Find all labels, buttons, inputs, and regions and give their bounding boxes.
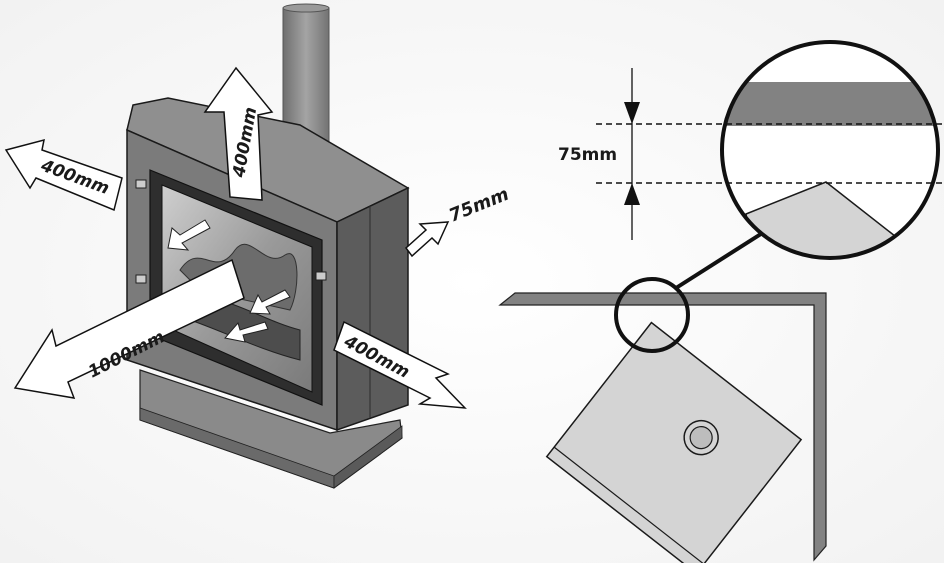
clearance-arrows <box>4 66 467 409</box>
arrow-top <box>203 66 274 201</box>
dimension-marker <box>624 68 640 240</box>
label-gap-75mm: 75mm <box>558 145 617 165</box>
corner-detail: 75mm <box>498 40 944 568</box>
stove-top-view <box>545 321 803 568</box>
arrow-right-front <box>333 320 467 409</box>
arrow-right-side <box>404 221 450 258</box>
arrow-left <box>4 138 123 212</box>
stove-side <box>336 186 409 432</box>
stove-base <box>139 369 403 489</box>
arrow-front <box>13 258 245 399</box>
magnified-view <box>722 42 938 258</box>
detail-circle-small <box>614 277 690 353</box>
corner-walls <box>498 292 827 562</box>
detail-connector-line <box>674 230 766 290</box>
detail-circle-large <box>720 40 940 260</box>
